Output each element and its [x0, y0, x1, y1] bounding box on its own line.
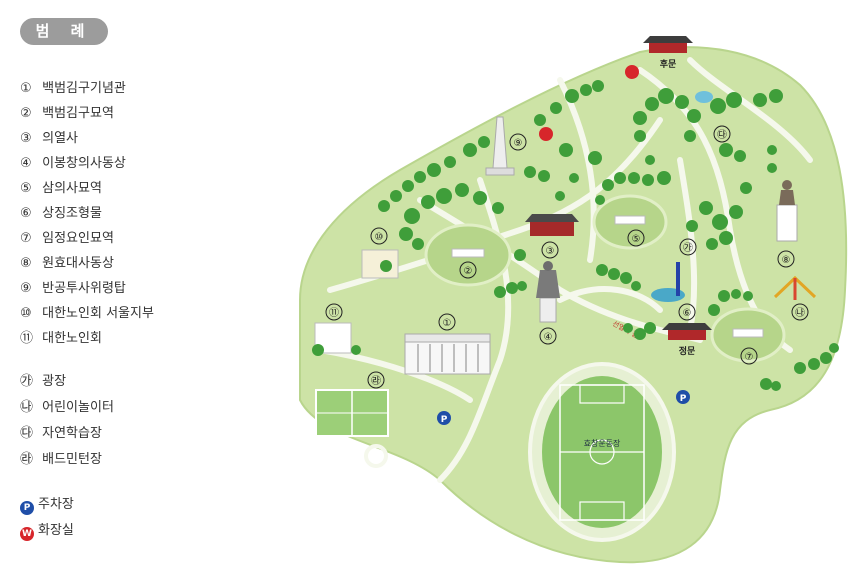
legend-item: ① 백범김구기념관	[20, 81, 126, 96]
marker-4[interactable]: ④	[544, 332, 553, 343]
legend-item: ③ 의열사	[20, 131, 79, 146]
back-gate-label: 후문	[660, 58, 677, 70]
trees	[312, 80, 839, 391]
legend-title: 범 례	[20, 18, 108, 45]
stadium	[528, 362, 676, 542]
legend-item: ⑨ 반공투사위령탑	[20, 281, 126, 296]
marker-9[interactable]: ⑨	[514, 138, 523, 149]
legend-facility: ㉯ 어린이놀이터	[20, 400, 114, 415]
stadium-label: 효창운동장	[584, 438, 621, 448]
marker-3[interactable]: ③	[546, 246, 555, 257]
small-pond	[695, 91, 713, 103]
marker-playground[interactable]: ㉯	[795, 307, 805, 319]
statue-4-icon	[536, 261, 560, 323]
marker-11[interactable]: ⑪	[329, 307, 339, 319]
roundabout	[364, 444, 388, 468]
legend-facility: ㉱ 배드민턴장	[20, 452, 102, 467]
back-gate-icon	[643, 36, 693, 53]
marker-nature-study[interactable]: ㉰	[717, 129, 727, 141]
legend-item: ⑦ 임정요인묘역	[20, 231, 114, 246]
legend-facility: ㉮ 광장	[20, 374, 67, 389]
memorial-hall	[404, 333, 491, 375]
parking-icon	[437, 411, 451, 425]
parking-icon	[676, 390, 690, 404]
marker-badminton[interactable]: ㉱	[371, 375, 381, 387]
legend-item: ⑤ 삼의사묘역	[20, 181, 102, 196]
main-gate-label: 정문	[679, 345, 696, 357]
restroom-icon	[539, 127, 553, 141]
marker-10[interactable]: ⑩	[375, 232, 384, 243]
parking-marker[interactable]: P	[680, 394, 687, 404]
legend-item: ④ 이봉창의사동상	[20, 156, 126, 171]
legend: 범 례 ① 백범김구기념관 ② 백범김구묘역 ③ 의열사 ④ 이봉창의사동상 ⑤…	[0, 0, 290, 574]
marker-5[interactable]: ⑤	[632, 234, 641, 245]
marker-7[interactable]: ⑦	[745, 352, 754, 363]
restroom-icon: W	[20, 527, 34, 541]
statue-8-icon	[776, 180, 798, 242]
parking-marker[interactable]: P	[441, 415, 448, 425]
parking-icon: P	[20, 501, 34, 515]
legend-item: ⑩ 대한노인회 서울지부	[20, 306, 154, 321]
badminton-court	[315, 389, 389, 437]
marker-plaza[interactable]: ㉮	[683, 242, 693, 254]
marker-6[interactable]: ⑥	[683, 308, 692, 319]
restroom-icon	[625, 65, 639, 79]
legend-item: ② 백범김구묘역	[20, 106, 114, 121]
legend-item: ⑥ 상징조형물	[20, 206, 102, 221]
legend-item: ⑪ 대한노인회	[20, 331, 102, 346]
building-10	[361, 249, 399, 279]
marker-8[interactable]: ⑧	[782, 255, 791, 266]
symbol-sculpture	[676, 262, 680, 296]
legend-facility: ㉰ 자연학습장	[20, 426, 102, 441]
legend-item: ⑧ 원효대사동상	[20, 256, 114, 271]
main-gate-icon	[662, 323, 712, 340]
shrine-3	[525, 214, 579, 236]
playground-icon	[773, 275, 817, 300]
marker-2[interactable]: ②	[464, 266, 473, 277]
marker-1[interactable]: ①	[443, 318, 452, 329]
